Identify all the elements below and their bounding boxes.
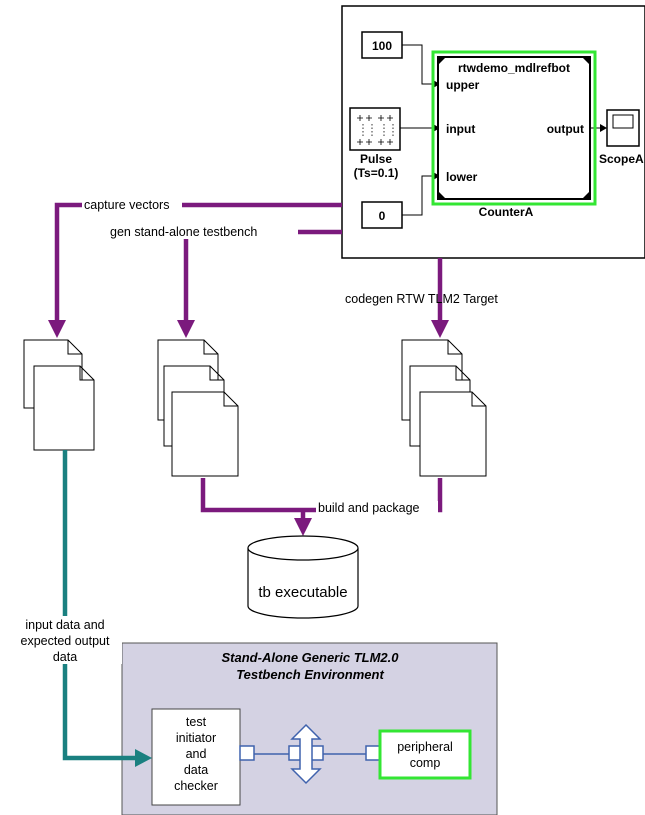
- build-package-label-bg: [316, 501, 438, 516]
- testbench-document-stack: [157, 339, 239, 477]
- model-signal-arrowheads: [433, 80, 607, 180]
- database-label: tb executable: [258, 584, 347, 601]
- build-package-label: build and package: [318, 501, 420, 515]
- subsystem-highlight: [431, 50, 597, 206]
- peripheral-component-block[interactable]: [378, 729, 472, 780]
- port-output-label: output: [547, 122, 584, 136]
- target-socket: [365, 745, 381, 761]
- subsystem-label: CounterA: [479, 205, 534, 219]
- pulse-generator-block[interactable]: [349, 107, 401, 151]
- constant-upper-value: 100: [372, 39, 392, 53]
- port-lower-label: lower: [446, 170, 478, 184]
- testbench-environment-panel: Stand-Alone Generic TLM2.0 Testbench Env…: [121, 642, 498, 815]
- simulink-model-panel: 100 Pulse (Ts=0.1) 0: [341, 5, 645, 259]
- tester-label-line4: data: [184, 763, 208, 777]
- document-icon: [171, 391, 239, 477]
- scope-screen-icon: [612, 114, 634, 129]
- purple-arrowheads: [48, 320, 449, 536]
- tb-executable-database[interactable]: tb executable: [247, 535, 359, 619]
- tester-label-line2: initiator: [176, 731, 216, 745]
- tester-label-line1: test: [186, 715, 207, 729]
- gen-testbench-label: gen stand-alone testbench: [110, 225, 257, 239]
- scope-label: ScopeA: [599, 152, 644, 166]
- database-top: [247, 535, 359, 561]
- tlm-bus-arrow-icon: [290, 723, 322, 785]
- subsystem-name: rtwdemo_mdlrefbot: [458, 61, 570, 75]
- document-icon: [419, 391, 487, 477]
- constant-upper-block[interactable]: [361, 31, 403, 59]
- environment-title-line1: Stand-Alone Generic TLM2.0: [222, 650, 400, 665]
- input-data-label-line1: input data and: [25, 618, 104, 632]
- input-data-label-line2: expected output: [21, 634, 110, 648]
- database-body: [247, 548, 359, 619]
- codegen-label: codegen RTW TLM2 Target: [345, 292, 498, 306]
- capture-vectors-arrow: [54, 202, 342, 322]
- port-input-label: input: [446, 122, 475, 136]
- tester-label-line5: checker: [174, 779, 218, 793]
- peripheral-label-line2: comp: [410, 756, 441, 770]
- initiator-socket: [239, 745, 255, 761]
- document-icon: [33, 365, 95, 451]
- gen-testbench-label-bg: [108, 224, 298, 239]
- capture-vectors-label-bg: [82, 197, 182, 212]
- constant-lower-value: 0: [379, 209, 386, 223]
- pulse-waveform-icon: [357, 115, 394, 145]
- input-data-label-bg: [8, 616, 122, 664]
- constant-lower-block[interactable]: [361, 201, 403, 229]
- test-initiator-block[interactable]: [151, 708, 241, 806]
- vectors-document-stack: [23, 339, 95, 451]
- capture-vectors-label: capture vectors: [84, 198, 169, 212]
- environment-title-line2: Testbench Environment: [236, 667, 384, 682]
- tester-label-line3: and: [186, 747, 207, 761]
- target-document-stack: [401, 339, 487, 477]
- pulse-label-line1: Pulse: [360, 152, 392, 166]
- model-reference-corner-marks: [438, 57, 590, 199]
- peripheral-label-line1: peripheral: [397, 740, 453, 754]
- input-data-arrowhead: [135, 749, 152, 767]
- port-upper-label: upper: [446, 78, 480, 92]
- input-data-arrow: [62, 450, 138, 761]
- input-data-label-line3: data: [53, 650, 77, 664]
- pulse-label-line2: (Ts=0.1): [354, 166, 399, 180]
- gen-testbench-arrow: [183, 229, 342, 322]
- model-reference-block[interactable]: [437, 56, 591, 200]
